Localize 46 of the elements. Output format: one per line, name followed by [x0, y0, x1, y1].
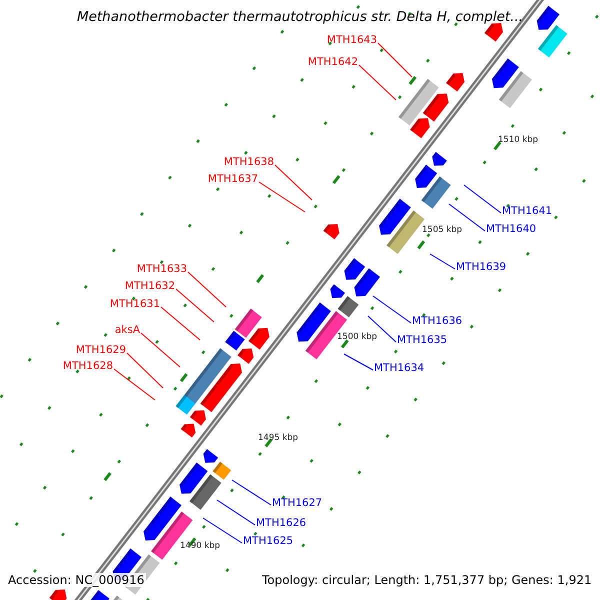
gene-label: MTH1625 — [243, 535, 294, 547]
tick-label: 1505 kbp — [422, 225, 462, 235]
leader-line — [448, 204, 486, 232]
leader-line — [372, 296, 412, 324]
gene-label: MTH1638 — [224, 156, 274, 168]
gene-label: MTH1636 — [412, 315, 462, 327]
leader-line — [188, 272, 226, 308]
gene-label: MTH1637 — [208, 173, 258, 185]
gene-label: MTH1642 — [308, 56, 358, 68]
leader-line — [202, 518, 242, 544]
gene-label: MTH1633 — [136, 263, 187, 275]
leader-line — [114, 368, 156, 400]
gene-label: MTH1626 — [256, 517, 306, 529]
leader-line — [176, 288, 214, 322]
leader-line — [232, 480, 272, 506]
leader-line — [464, 184, 502, 214]
leader-line — [358, 64, 396, 100]
gene-label: MTH1629 — [76, 344, 126, 356]
gene-label: MTH1627 — [272, 497, 322, 509]
tick-label: 1495 kbp — [258, 433, 298, 443]
leader-line — [258, 182, 306, 212]
gene-label: aksA — [114, 324, 140, 336]
leader-line — [216, 500, 256, 526]
accession-text: Accession: NC_000916 — [6, 573, 146, 587]
gene-label: MTH1640 — [486, 223, 536, 235]
gene-label: MTH1632 — [124, 280, 175, 292]
tick-label: 1510 kbp — [498, 135, 538, 145]
title: Methanothermobacter thermautotrophicus str. Delta H, complet... — [76, 9, 524, 25]
leader-line — [378, 42, 412, 78]
leader-line — [344, 354, 374, 370]
gene-label: MTH1643 — [326, 34, 377, 46]
leader-line — [274, 164, 312, 200]
tick-label: 1490 kbp — [180, 541, 220, 551]
gene-label: MTH1641 — [502, 205, 552, 217]
gene-label: MTH1635 — [397, 334, 448, 346]
genome-info-text: Topology: circular; Length: 1,751,377 bp; Genes: 1,921 — [260, 573, 594, 587]
leader-line — [430, 254, 456, 270]
gene-label: MTH1631 — [110, 298, 160, 310]
gene-label: MTH1639 — [456, 261, 506, 273]
leader-line — [126, 352, 164, 388]
leader-line — [368, 316, 396, 342]
gene-label: MTH1628 — [62, 360, 113, 372]
tick-label: 1500 kbp — [337, 332, 378, 342]
leader-line — [140, 332, 180, 368]
leader-line — [160, 306, 200, 340]
gene-label: MTH1634 — [374, 362, 424, 374]
